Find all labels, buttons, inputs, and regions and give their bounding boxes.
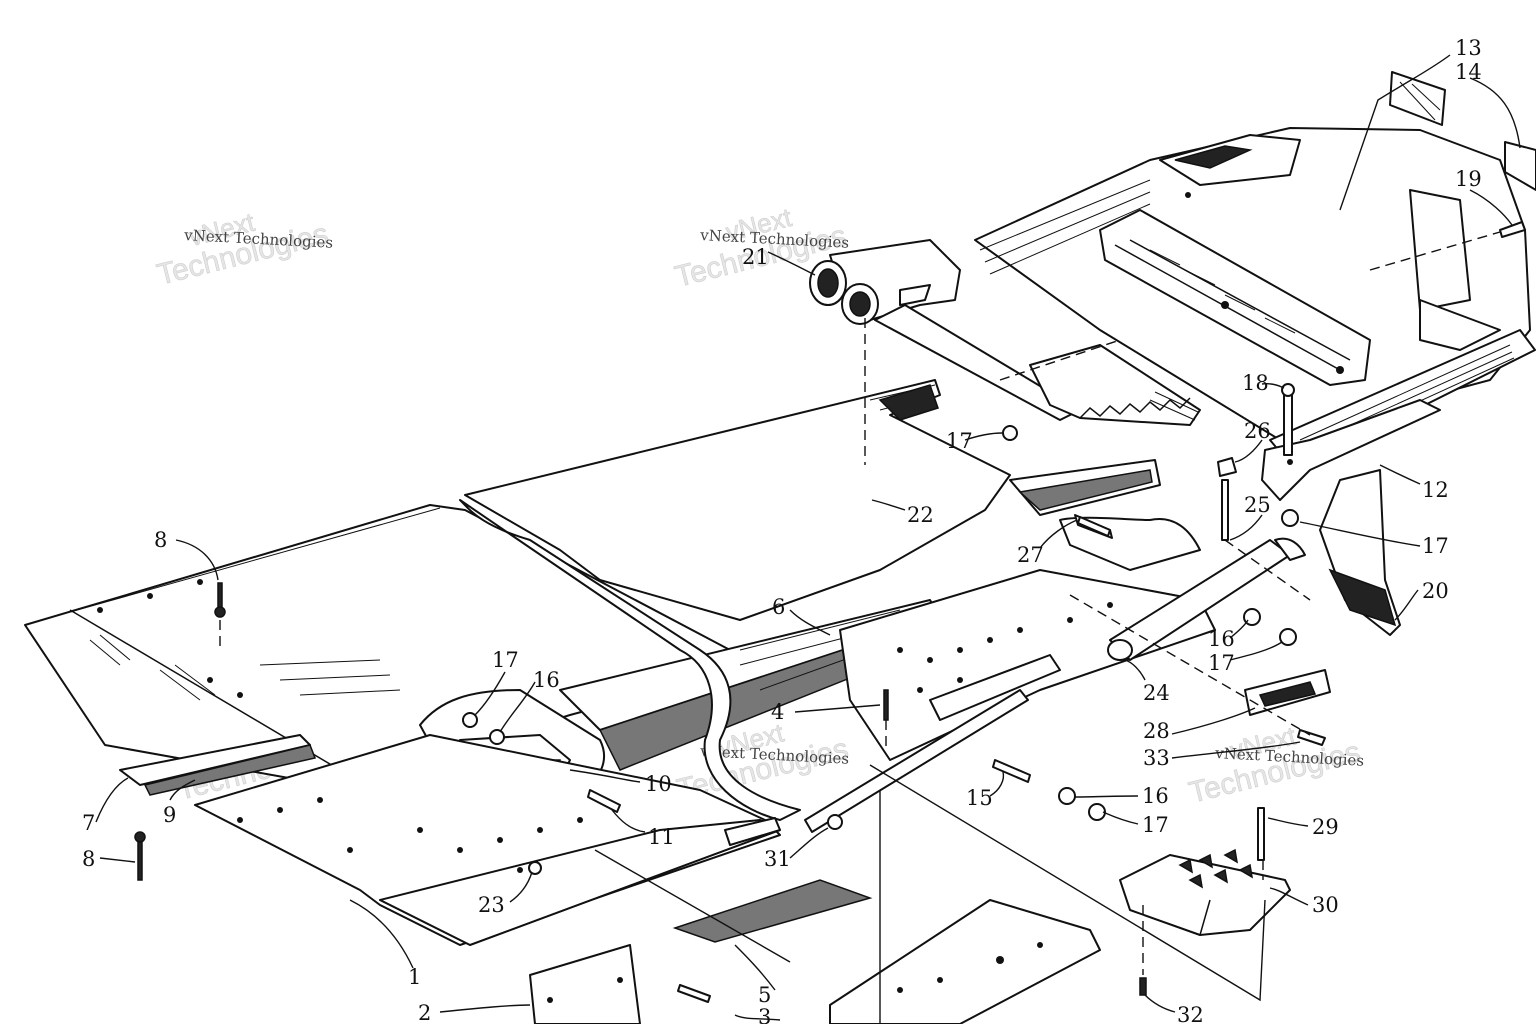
callout-17-lower: 17 [1142,813,1169,837]
part-30-foot-bracket [1119,848,1291,936]
saw-tooth-plate [1029,344,1201,426]
part-28-reflector [1244,669,1331,716]
leader-lines [95,54,1521,1021]
alignment-lines [219,231,1501,1024]
guard-panel-back [464,379,1161,621]
callout-31: 31 [764,847,791,871]
callout-20: 20 [1422,579,1449,603]
foot-bracket-teeth [1178,848,1254,889]
callout-23: 23 [478,893,505,917]
part-12-end-cap [1261,399,1441,501]
callout-30: 30 [1312,893,1339,917]
callout-15: 15 [966,786,993,810]
part-3-plate [829,899,1101,1024]
callout-6: 6 [772,595,785,619]
callout-32: 32 [1177,1003,1204,1024]
callout-21: 21 [742,245,769,269]
part-24-rod [1107,537,1306,661]
callout-1: 1 [408,965,421,989]
part-2-plate [529,944,641,1024]
callout-26: 26 [1244,419,1271,443]
part-21-hinge-bracket [809,239,1081,421]
callout-12: 12 [1422,478,1449,502]
callout-17-mid: 17 [1208,651,1235,675]
callout-16-right: 16 [1208,627,1235,651]
callout-10: 10 [645,772,672,796]
callout-16-lower: 16 [1142,784,1169,808]
part-14-decal [1504,141,1536,191]
callout-11: 11 [648,825,675,849]
part-20-side-plate [1319,469,1401,636]
callout-18: 18 [1242,371,1269,395]
callout-8-top: 8 [154,528,167,552]
callout-5: 5 [758,983,771,1007]
flap-curl [459,499,801,821]
callout-24: 24 [1143,681,1170,705]
callout-17-left: 17 [492,648,519,672]
callout-14: 14 [1455,60,1482,84]
callout-25: 25 [1244,493,1271,517]
callout-2: 2 [418,1001,431,1024]
rack-slots [1149,249,1296,334]
part-5-pad [672,879,873,943]
callout-labels: 1 2 3 4 5 6 7 8 8 9 10 11 12 13 14 15 16… [82,36,1482,1024]
callout-3: 3 [758,1005,771,1024]
callout-27: 27 [1017,543,1044,567]
callout-22: 22 [907,503,934,527]
callout-4: 4 [771,700,784,724]
part-13-decal [1389,71,1446,126]
callout-16-left: 16 [533,668,560,692]
callout-29: 29 [1312,815,1339,839]
lower-support-rod [724,817,781,846]
right-perforated-plate [839,569,1216,761]
callout-28: 28 [1143,719,1170,743]
part-7-strip [119,734,317,796]
callout-17-top: 17 [946,429,973,453]
callout-7: 7 [82,811,95,835]
callout-17-right: 17 [1422,534,1449,558]
callout-19: 19 [1455,167,1482,191]
callout-8-bottom: 8 [82,847,95,871]
callout-9: 9 [163,803,176,827]
callout-33: 33 [1143,746,1170,770]
support-rod [804,689,1029,833]
callout-13: 13 [1455,36,1482,60]
